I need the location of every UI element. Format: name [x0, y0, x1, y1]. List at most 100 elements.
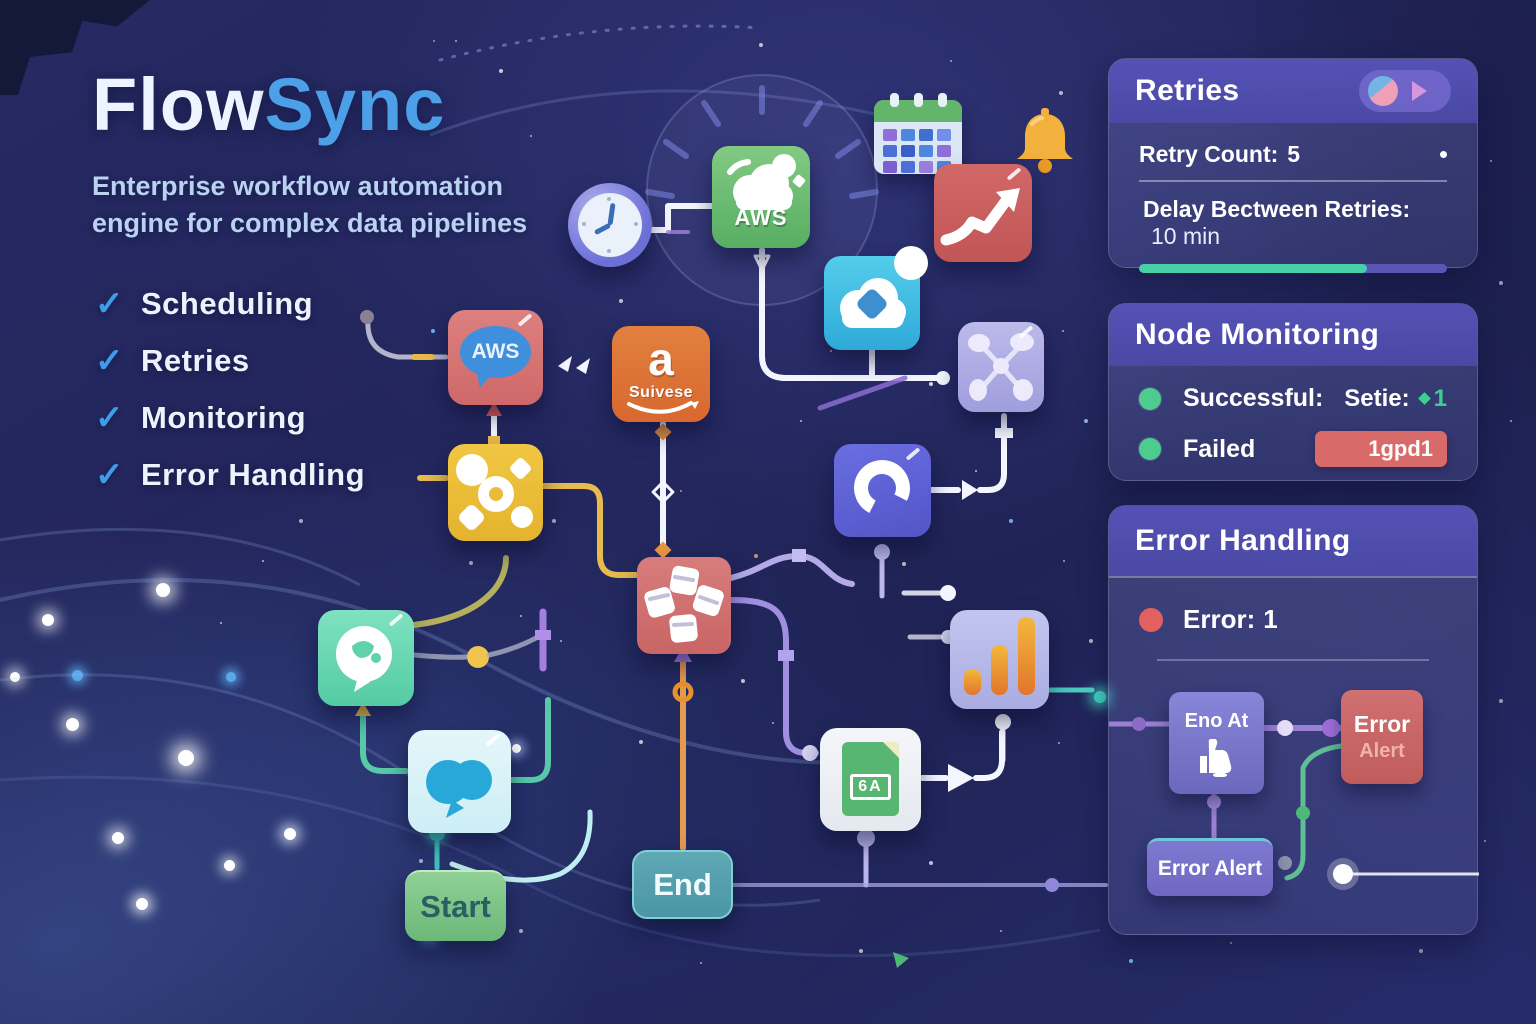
dice-node[interactable]: [448, 444, 543, 541]
success-count: 1: [1433, 384, 1447, 412]
end-label: End: [653, 866, 712, 902]
clock-face-icon: [578, 193, 642, 257]
amazon-smile-icon: [627, 401, 699, 414]
bar-chart-node[interactable]: [950, 610, 1049, 709]
end-at-label: Eno At: [1184, 709, 1249, 732]
end-at-node[interactable]: Eno At: [1169, 692, 1264, 794]
glow-dot: [112, 832, 124, 844]
amazon-letter: a: [648, 333, 674, 385]
network-graph-icon: [968, 333, 1034, 401]
starfield: [0, 0, 2, 2]
retries-panel-header: Retries: [1109, 59, 1477, 123]
bar: [1018, 617, 1035, 695]
error-panel-header: Error Handling: [1109, 506, 1477, 576]
speech-bubble-tail: [471, 369, 493, 391]
start-node[interactable]: Start: [405, 870, 506, 941]
retry-count-row: Retry Count: 5: [1109, 123, 1477, 168]
error-alert-button[interactable]: Error Alert: [1147, 838, 1273, 896]
glow-dot: [42, 614, 54, 626]
tagline-line1: Enterprise workflow automation: [92, 171, 504, 201]
check-icon: ✓: [95, 399, 124, 437]
retry-progress-fill: [1139, 264, 1367, 273]
failed-dot-icon: [1139, 438, 1161, 460]
error-alert-line1: Error: [1353, 711, 1411, 737]
diamond-icon: [1417, 392, 1431, 405]
feature-label: Monitoring: [141, 400, 307, 435]
divider: [1157, 659, 1429, 661]
dice-pip: [511, 506, 533, 528]
feature-error-handling: ✓ Error Handling: [95, 455, 365, 495]
glow-dot: [10, 672, 20, 682]
tagline: Enterprise workflow automation engine fo…: [92, 168, 527, 242]
feature-retries: ✓ Retries: [95, 341, 365, 381]
data-cubes-node[interactable]: [637, 557, 731, 654]
glow-dot: [136, 898, 148, 910]
bar: [964, 669, 981, 695]
delay-label: Delay Bectween Retries:: [1143, 196, 1411, 222]
cyan-chat-node[interactable]: [408, 730, 511, 833]
glow-dot: [178, 750, 194, 766]
monitoring-title: Node Monitoring: [1135, 318, 1380, 351]
app-title-part2: Sync: [264, 63, 446, 146]
feature-list: ✓ Scheduling ✓ Retries ✓ Monitoring ✓ Er…: [95, 284, 365, 512]
loader-ring-icon: [846, 452, 918, 524]
calendar-node[interactable]: [874, 93, 962, 174]
bell-node[interactable]: [1012, 106, 1078, 176]
calendar-ring: [938, 93, 947, 107]
network-node[interactable]: [958, 322, 1044, 412]
trend-chart-node[interactable]: [934, 164, 1032, 262]
cloud-sync-node[interactable]: [824, 246, 928, 350]
retries-panel: Retries Retry Count: 5 Delay Bectween Re…: [1108, 58, 1478, 273]
cloud-icon: [727, 154, 806, 210]
monitoring-row-successful: Successful: Setie: 1: [1109, 384, 1477, 413]
aws-chat-node[interactable]: AWS: [448, 310, 543, 405]
feature-label: Error Handling: [141, 457, 366, 492]
glow-dot: [284, 828, 296, 840]
dice-pip: [508, 456, 533, 481]
aws-cloud-label: AWS: [734, 205, 788, 230]
dice-pip: [456, 502, 487, 533]
amazon-node[interactable]: a Suivese: [612, 326, 710, 422]
node-monitoring-panel: Node Monitoring Successful: Setie: 1 Fai…: [1108, 303, 1478, 481]
error-count-row: Error: 1: [1109, 604, 1477, 635]
bar: [991, 645, 1008, 695]
aws-cloud-node[interactable]: AWS: [712, 146, 810, 248]
bullet-dot-icon: [1440, 151, 1447, 158]
retries-toggle[interactable]: [1359, 70, 1451, 112]
divider: [1109, 576, 1477, 578]
dice-pip: [478, 476, 514, 512]
error-alert-node[interactable]: Error Alert: [1341, 690, 1423, 784]
amazon-label: Suivese: [629, 384, 693, 401]
clock-node[interactable]: [568, 183, 652, 267]
toggle-knob-icon: [1368, 76, 1398, 106]
green-chat-node[interactable]: [318, 610, 414, 706]
end-node[interactable]: End: [632, 850, 733, 919]
delay-value: 10 min: [1151, 223, 1221, 249]
check-icon: ✓: [95, 456, 124, 494]
error-alert-button-label: Error Alert: [1157, 856, 1263, 880]
feature-monitoring: ✓ Monitoring: [95, 398, 365, 438]
loader-node[interactable]: [834, 444, 931, 537]
feature-scheduling: ✓ Scheduling: [95, 284, 365, 324]
badge-circle: [894, 246, 928, 280]
app-title: FlowSync: [92, 68, 527, 142]
success-value: Setie: 1: [1344, 385, 1447, 413]
error-handling-panel: Error Handling Error: 1 Eno At Error Ale…: [1108, 505, 1479, 935]
error-handling-title: Error Handling: [1135, 524, 1351, 557]
app-title-part1: Flow: [92, 63, 265, 146]
spreadsheet-node[interactable]: 6A: [820, 728, 921, 831]
monitoring-row-failed: Failed 1gpd1: [1109, 431, 1477, 467]
glow-dot-blue: [72, 670, 83, 681]
error-alert-line2: Alert: [1359, 740, 1405, 762]
delay-row: Delay Bectween Retries: 10 min: [1109, 182, 1477, 250]
glow-dot: [224, 860, 235, 871]
glow-dot: [512, 744, 521, 753]
thumbs-up-icon: [1199, 738, 1231, 777]
success-dot-icon: [1139, 387, 1161, 410]
glow-dot: [66, 718, 79, 731]
double-bubble-icon: [426, 760, 492, 818]
divider: [1139, 180, 1447, 182]
cubes-cluster-icon: [644, 565, 724, 643]
retry-count-label: Retry Count:: [1139, 141, 1279, 167]
feature-label: Retries: [141, 343, 250, 378]
